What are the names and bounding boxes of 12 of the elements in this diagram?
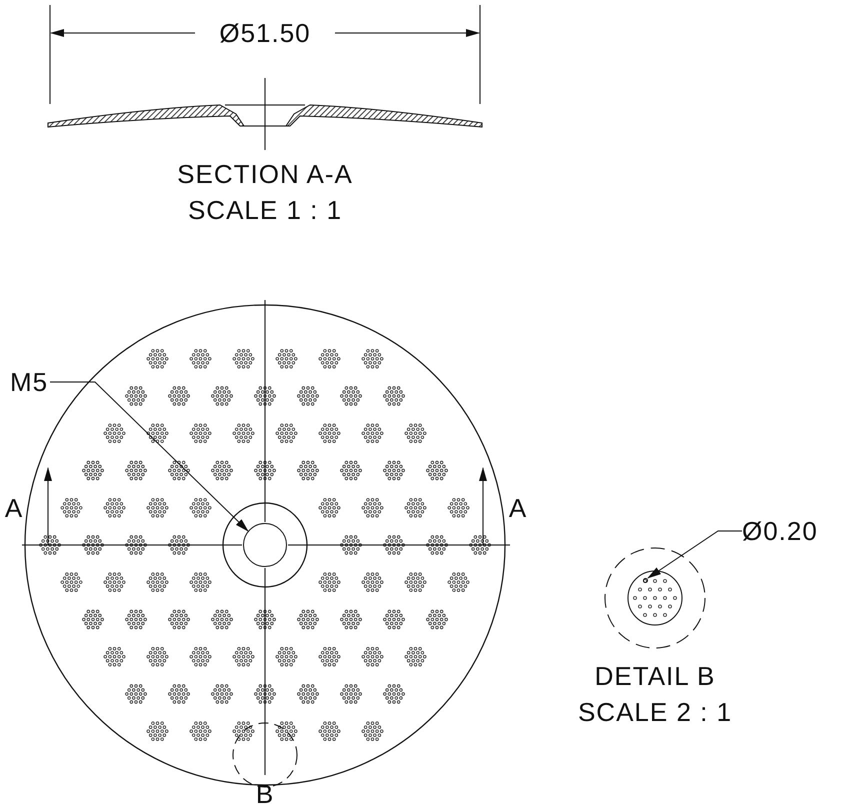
section-label: A [4,494,24,522]
leader-line [647,530,742,579]
section-label: A [508,494,528,522]
view-scale: SCALE 2 : 1 [578,698,732,726]
perforation-hole [643,578,648,583]
leader-line [50,382,249,532]
view-title: DETAIL B [594,662,716,690]
view-title: SECTION A-A [177,160,353,188]
callout-text: M5 [10,369,50,395]
center-hole [243,523,287,567]
callout-text: Ø0.20 [742,518,842,544]
view-scale: SCALE 1 : 1 [188,196,342,224]
